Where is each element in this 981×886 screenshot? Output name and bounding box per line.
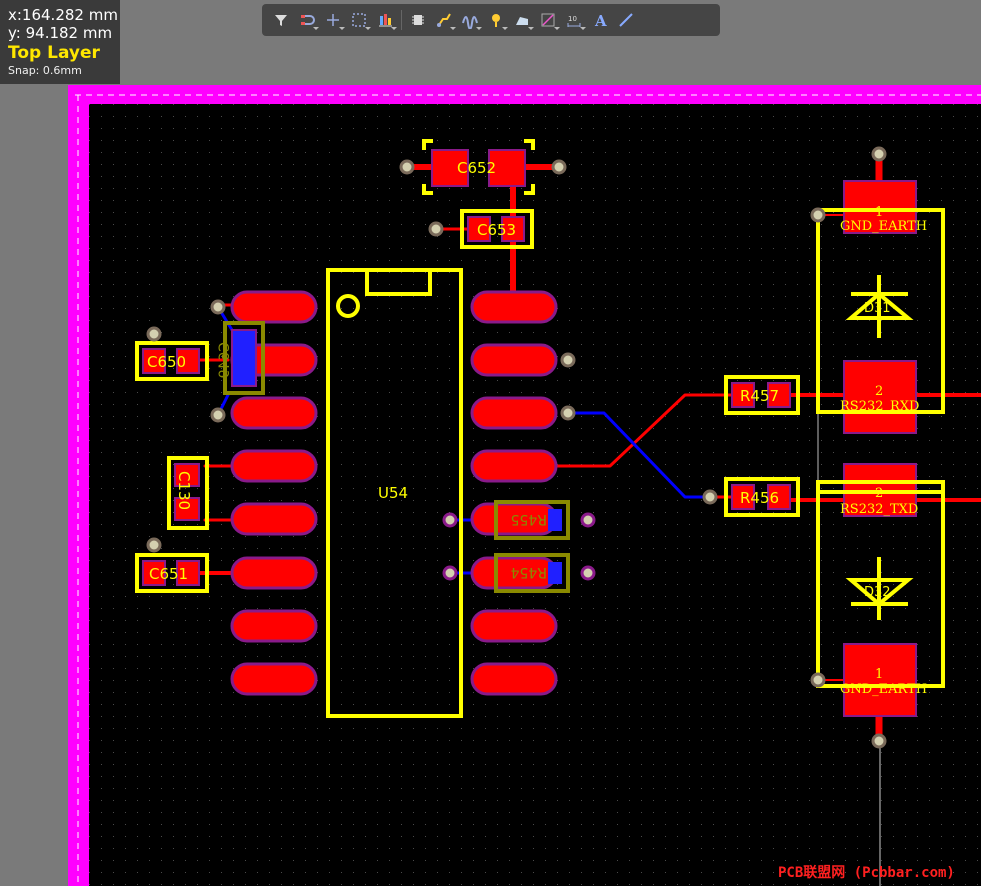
c652-component[interactable]: C652	[422, 139, 535, 195]
d31-pad2-net: RS232_RXD	[840, 399, 919, 414]
y-coordinate: y: 94.182 mm	[8, 24, 113, 42]
interactive-route-icon[interactable]	[431, 7, 457, 33]
svg-text:A: A	[594, 12, 607, 29]
d32-label: D32	[864, 585, 891, 600]
x-coordinate: x:164.282 mm	[8, 6, 118, 24]
d32-pad1-number: 1	[875, 667, 883, 682]
current-layer: Top Layer	[8, 43, 100, 63]
svg-text:10: 10	[568, 15, 577, 23]
polygon-icon[interactable]	[509, 7, 535, 33]
c651-label: C651	[149, 565, 188, 583]
r454-label: R454	[510, 564, 547, 580]
snap-grid: Snap: 0.6mm	[8, 64, 82, 77]
select-rect-icon[interactable]	[346, 7, 372, 33]
cross-icon[interactable]	[320, 7, 346, 33]
d32-pad1-net: GND_EARTH	[840, 682, 927, 697]
d31-label: D31	[864, 301, 891, 316]
c650-component[interactable]: C650	[135, 341, 209, 381]
c652-label: C652	[457, 159, 496, 177]
c130-component[interactable]: C130	[167, 456, 209, 530]
coordinate-readout: x:164.282 mm y: 94.182 mm Top Layer Snap…	[0, 0, 120, 84]
line-icon[interactable]	[613, 7, 639, 33]
component-icon[interactable]	[405, 7, 431, 33]
dimension-icon[interactable]	[535, 7, 561, 33]
d32-component[interactable]: D32 2 RS232_TXD 1 GND_EARTH	[816, 463, 945, 717]
vias-bottom[interactable]	[442, 512, 596, 581]
c653-label: C653	[477, 221, 516, 239]
c653-component[interactable]: C653	[460, 209, 534, 249]
r455-component[interactable]: R455	[494, 500, 570, 540]
r457-component[interactable]: R457	[724, 375, 800, 415]
active-bar-toolbar: 10 A	[262, 4, 720, 36]
r456-label: R456	[740, 489, 779, 507]
r455-label: R455	[511, 511, 547, 527]
r457-label: R457	[740, 387, 779, 405]
u54-silkscreen	[326, 268, 463, 718]
string-icon[interactable]: 10	[561, 7, 587, 33]
watermark: PCB联盟网 (Pcbbar.com)	[778, 865, 955, 881]
c130-label: C130	[175, 471, 193, 510]
via-icon[interactable]	[483, 7, 509, 33]
c649-component[interactable]: C649	[217, 321, 265, 395]
d32-pad2-number: 2	[875, 486, 883, 501]
c649-label: C649	[217, 342, 233, 379]
u54-label[interactable]: U54	[378, 484, 408, 502]
r454-component[interactable]: R454	[494, 553, 570, 593]
d32-pad2-net: RS232_TXD	[840, 502, 918, 517]
vias[interactable]	[146, 146, 887, 749]
filter-icon[interactable]	[268, 7, 294, 33]
route-icon[interactable]	[294, 7, 320, 33]
d31-pad1-number: 1	[875, 205, 883, 220]
r456-component[interactable]: R456	[724, 477, 800, 517]
d31-component[interactable]: D31 1 GND_EARTH 2 RS232_RXD	[816, 180, 945, 434]
align-icon[interactable]	[372, 7, 398, 33]
c650-label: C650	[147, 353, 186, 371]
d31-pad1-net: GND_EARTH	[840, 219, 927, 234]
c651-component[interactable]: C651	[135, 553, 209, 593]
diff-pair-icon[interactable]	[457, 7, 483, 33]
text-icon[interactable]: A	[587, 7, 613, 33]
d31-pad2-number: 2	[875, 384, 883, 399]
u54-pads-left[interactable]	[230, 290, 318, 696]
